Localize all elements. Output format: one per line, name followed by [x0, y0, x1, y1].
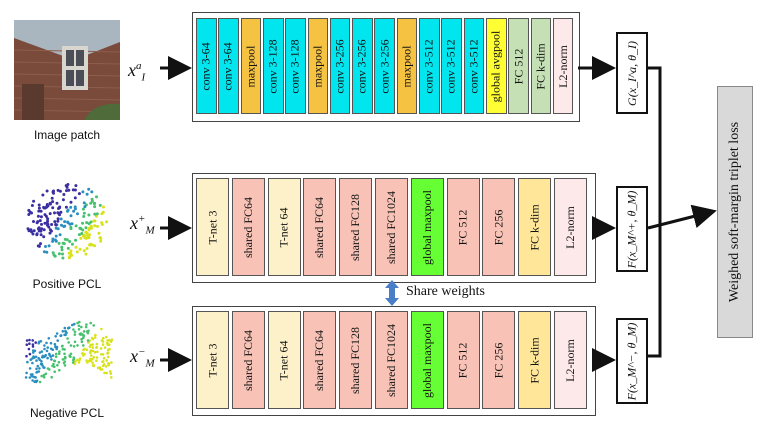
positive-layer-9: FC 256 — [482, 178, 516, 276]
negative-caption: Negative PCL — [29, 406, 105, 420]
loss-box: Weighed soft-margin triplet loss — [717, 86, 753, 338]
output-positive: F(x_M^+, θ_M) — [616, 186, 648, 272]
negative-pcl-cloud — [16, 308, 120, 394]
positive-layer-7: global maxpool — [410, 178, 444, 276]
positive-layer-11: L2-norm — [554, 178, 587, 276]
negative-layer-3: T-net 64 — [267, 311, 301, 409]
negative-layer-5: shared FC128 — [339, 311, 373, 409]
image-layer-9: conv 3-256 — [374, 18, 396, 114]
negative-layer-8: FC 512 — [446, 311, 480, 409]
image-layer-10: maxpool — [396, 18, 418, 114]
image-patch-photo — [14, 20, 120, 120]
image-layer-1: conv 3-64 — [196, 18, 217, 114]
input-label-image: xaI — [128, 60, 146, 84]
negative-layer-4: shared FC64 — [303, 311, 337, 409]
image-layer-8: conv 3-256 — [352, 18, 373, 114]
double-arrow-icon — [384, 280, 400, 306]
positive-layer-2: shared FC64 — [231, 178, 265, 276]
positive-caption: Positive PCL — [32, 277, 102, 291]
output-image: G(x_I^a, θ_I) — [616, 32, 648, 114]
positive-layer-6: shared FC1024 — [375, 178, 408, 276]
image-layer-16: FC k-dim — [530, 18, 552, 114]
image-layer-2: conv 3-64 — [218, 18, 239, 114]
positive-layer-5: shared FC128 — [339, 178, 373, 276]
image-layer-6: maxpool — [307, 18, 329, 114]
input-label-positive: x+M — [130, 213, 155, 237]
image-caption: Image patch — [33, 128, 101, 142]
negative-layer-9: FC 256 — [482, 311, 516, 409]
positive-pcl-cloud — [22, 176, 112, 266]
negative-layer-10: FC k-dim — [518, 311, 552, 409]
share-weights-label: Share weights — [406, 284, 485, 299]
positive-layer-4: shared FC64 — [303, 178, 337, 276]
negative-layer-6: shared FC1024 — [375, 311, 408, 409]
image-layer-11: conv 3-512 — [419, 18, 440, 114]
negative-layer-7: global maxpool — [410, 311, 444, 409]
input-label-negative: x−M — [130, 346, 155, 370]
image-layer-13: conv 3-512 — [463, 18, 485, 114]
image-layer-4: conv 3-128 — [262, 18, 284, 114]
image-layer-14: global avgpool — [485, 18, 507, 114]
image-layer-3: maxpool — [240, 18, 262, 114]
positive-layer-1: T-net 3 — [196, 178, 229, 276]
positive-layer-8: FC 512 — [446, 178, 480, 276]
negative-layer-2: shared FC64 — [231, 311, 265, 409]
image-layer-5: conv 3-128 — [285, 18, 306, 114]
image-layer-12: conv 3-512 — [441, 18, 462, 114]
image-layer-17: L2-norm — [552, 18, 574, 114]
image-layer-7: conv 3-256 — [329, 18, 351, 114]
negative-layer-11: L2-norm — [554, 311, 587, 409]
positive-layer-3: T-net 64 — [267, 178, 301, 276]
negative-layer-1: T-net 3 — [196, 311, 229, 409]
image-layer-15: FC 512 — [508, 18, 529, 114]
positive-layer-10: FC k-dim — [518, 178, 552, 276]
output-negative: F(x_M^−, θ_M) — [616, 318, 648, 404]
